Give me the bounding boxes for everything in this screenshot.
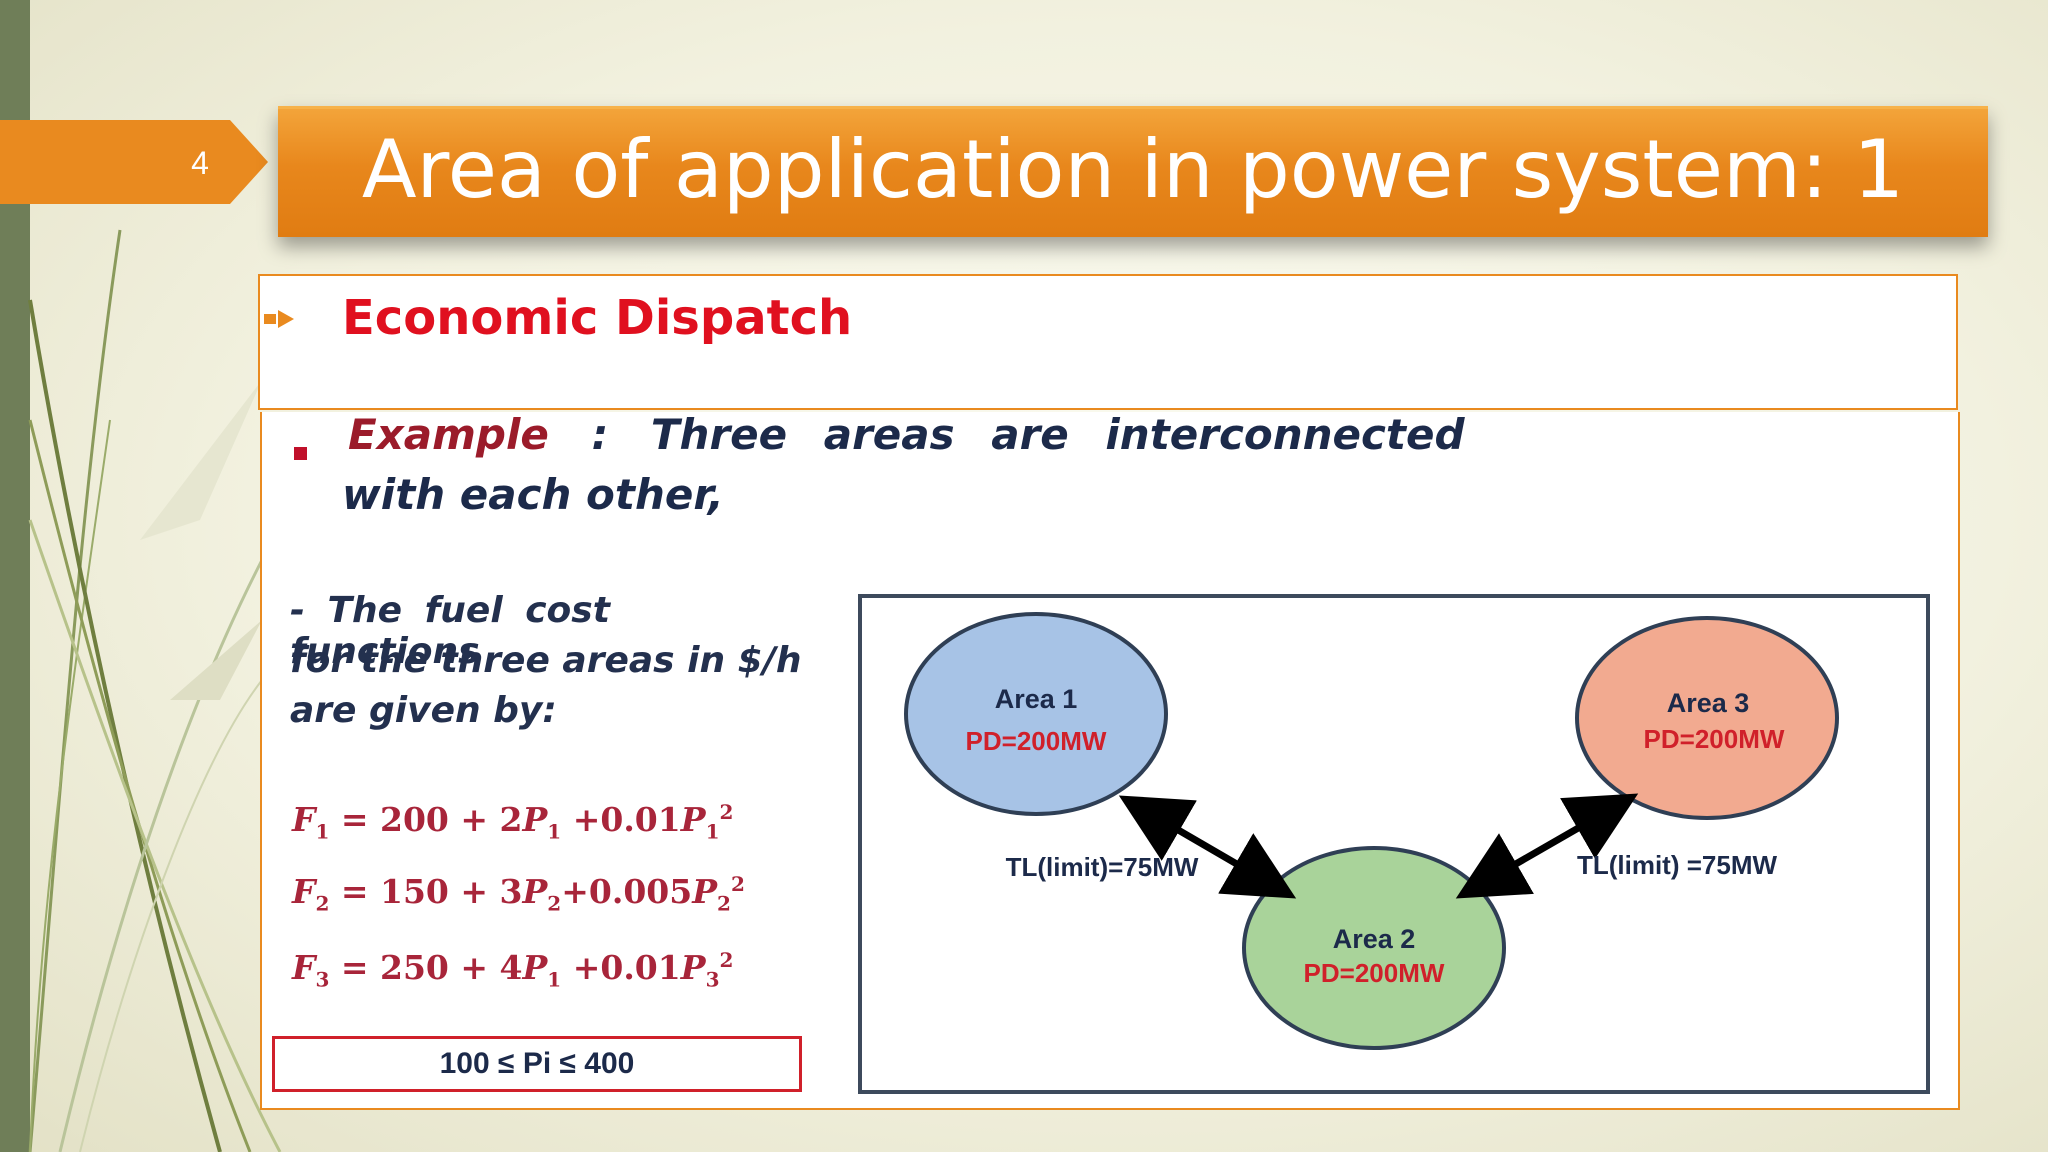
- link-area2-area3: [1455, 793, 1639, 899]
- square-bullet-icon: [294, 447, 307, 460]
- area-3-demand: PD=200MW: [1644, 724, 1785, 754]
- area-interconnection-diagram: Area 1 PD=200MW Area 2 PD=200MW Area 3 P…: [858, 594, 1930, 1094]
- area-1-node: [904, 612, 1168, 816]
- example-line-2: with each other,: [342, 470, 724, 519]
- slide-number-tab: [0, 120, 268, 204]
- area-3-node: [1575, 616, 1839, 820]
- slide-title: Area of application in power system: 1: [361, 123, 1905, 216]
- equation-f3: F3 = 250 + 4P1 +0.01P32: [292, 948, 734, 992]
- example-colon: :: [591, 410, 609, 459]
- link-area1-area2: [1118, 795, 1297, 899]
- fuel-text-3: are given by:: [290, 690, 557, 731]
- area-1-demand: PD=200MW: [966, 726, 1107, 756]
- link-1-label: TL(limit)=75MW: [1006, 852, 1199, 882]
- equation-f1: F1 = 200 + 2P1 +0.01P12: [292, 800, 734, 844]
- fuel-text-2: for the three areas in $/h: [290, 640, 802, 681]
- section-heading: Economic Dispatch: [342, 290, 853, 346]
- arrow-bullet-icon: [264, 310, 294, 328]
- area-3-name: Area 3: [1667, 688, 1750, 718]
- embedded-example-image: Example : Three areas are interconnected…: [260, 410, 1960, 1110]
- equation-f2: F2 = 150 + 3P2+0.005P22: [292, 872, 745, 916]
- area-2-demand: PD=200MW: [1304, 958, 1445, 988]
- slide-number: 4: [191, 145, 209, 181]
- fuel-text-1: - The fuel cost functions: [290, 590, 610, 672]
- title-bar: Area of application in power system: 1: [278, 106, 1988, 237]
- example-text-1: Three areas are interconnected: [650, 410, 1465, 459]
- example-label: Example: [348, 410, 549, 459]
- area-2-name: Area 2: [1333, 924, 1416, 954]
- area-2-node: [1242, 846, 1506, 1050]
- example-line-1: Example : Three areas are interconnected: [348, 410, 1465, 459]
- decorative-leaves: [28, 229, 282, 1152]
- content-box: Economic Dispatch: [258, 274, 1958, 410]
- area-1-name: Area 1: [995, 684, 1078, 714]
- link-2-label: TL(limit) =75MW: [1577, 850, 1778, 880]
- limit-constraint-box: 100 ≤ Pi ≤ 400: [272, 1036, 802, 1092]
